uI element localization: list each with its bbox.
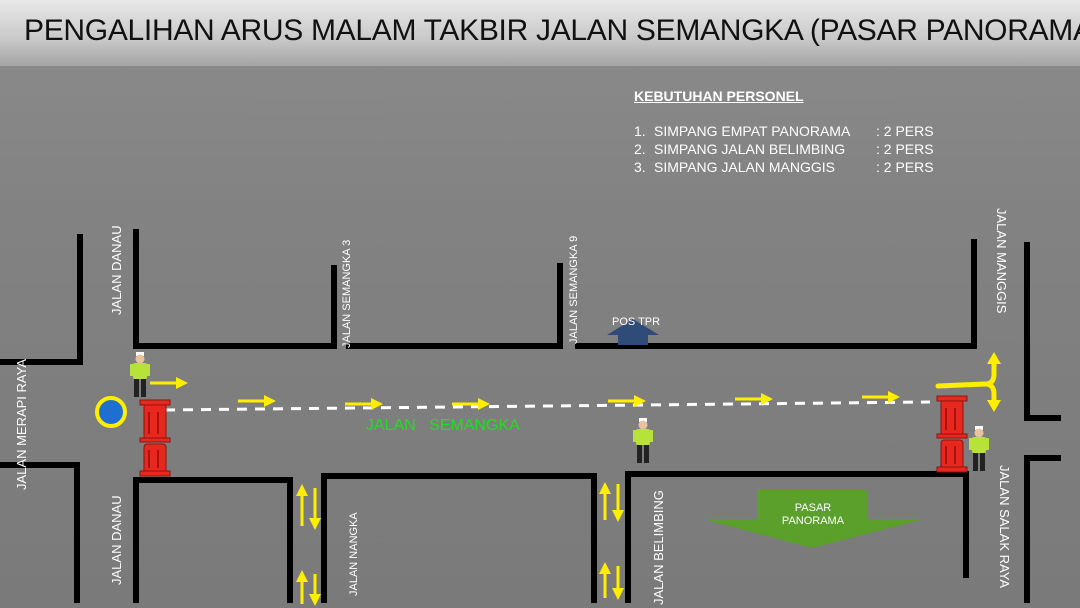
street-label-danau-top: JALAN DANAU (109, 225, 124, 315)
police-officer-icon (633, 418, 653, 463)
street-label-merapi-raya: JALAN MERAPI RAYA (14, 359, 29, 490)
pasar-arrow-icon (703, 490, 924, 548)
center-dashed-line (164, 400, 931, 412)
police-officer-icon (969, 426, 989, 471)
street-label-semangka-3: JALAN SEMANGKA 3 (341, 240, 353, 348)
two-way-arrow-icon (599, 562, 624, 600)
pasar-label-line1: PASAR (795, 502, 832, 514)
road-edge (1024, 242, 1061, 421)
personnel-count: : 2 PERS (876, 123, 934, 139)
police-officer-icon (130, 352, 150, 397)
list-item: 1. SIMPANG EMPAT PANORAMA : 2 PERS (634, 122, 934, 140)
road-edge (346, 263, 563, 349)
list-item: 3. SIMPANG JALAN MANGGIS : 2 PERS (634, 158, 934, 176)
street-label-manggis: JALAN MANGGIS (994, 208, 1009, 314)
street-label-belimbing: JALAN BELIMBING (651, 490, 666, 605)
arrow-right-icon (150, 377, 188, 389)
two-way-arrows (296, 482, 624, 606)
road-edge (133, 229, 337, 349)
pasar-label-line2: PANORAMA (782, 515, 845, 527)
two-way-arrow-icon (296, 570, 321, 606)
personnel-location: SIMPANG EMPAT PANORAMA (654, 123, 851, 139)
street-label-semangka-9: JALAN SEMANGKA 9 (568, 236, 580, 344)
personnel-heading: KEBUTUHAN PERSONEL (634, 88, 804, 104)
pos-tpr-label: POS TPR (612, 316, 660, 328)
personnel-location: SIMPANG JALAN MANGGIS (654, 159, 835, 175)
street-label-semangka-main: JALAN SEMANGKA (366, 417, 520, 434)
barrier-icon (936, 395, 968, 473)
road-edge (321, 473, 597, 603)
page-title: PENGALIHAN ARUS MALAM TAKBIR JALAN SEMAN… (24, 14, 1080, 47)
road-lines (0, 229, 1061, 603)
street-label-danau-bottom: JALAN DANAU (109, 495, 124, 585)
arrow-right-icon (345, 398, 383, 410)
arrow-right-icon (608, 395, 646, 407)
road-edge (0, 462, 80, 603)
personnel-number: 1. (634, 123, 646, 139)
arrow-right-icon (735, 393, 773, 405)
personnel-number: 2. (634, 141, 646, 157)
fork-arrow-icon (935, 352, 1001, 412)
road-edge (1024, 455, 1061, 603)
road-edge (133, 477, 293, 603)
personnel-count: : 2 PERS (876, 141, 934, 157)
arrow-right-icon (862, 391, 900, 403)
arrow-right-icon (238, 395, 276, 407)
road-edge (575, 239, 977, 349)
personnel-count: : 2 PERS (876, 159, 934, 175)
road-edge (625, 471, 969, 603)
flow-arrows (150, 377, 900, 410)
barriers (139, 395, 968, 477)
road-edge (0, 234, 83, 365)
two-way-arrow-icon (599, 482, 624, 522)
personnel-location: SIMPANG JALAN BELIMBING (654, 141, 846, 157)
street-label-salak-raya: JALAN SALAK RAYA (997, 465, 1012, 588)
street-label-nangka: JALAN NANGKA (348, 512, 360, 596)
personnel-panel: KEBUTUHAN PERSONEL 1. SIMPANG EMPAT PANO… (634, 88, 934, 176)
roundabout-icon (95, 396, 127, 428)
pos-tpr-arrow-icon (607, 319, 659, 345)
arrow-right-icon (452, 398, 490, 410)
two-way-arrow-icon (296, 484, 321, 530)
title-bar: PENGALIHAN ARUS MALAM TAKBIR JALAN SEMAN… (0, 0, 1080, 66)
list-item: 2. SIMPANG JALAN BELIMBING : 2 PERS (634, 140, 934, 158)
barrier-icon (139, 399, 171, 477)
personnel-number: 3. (634, 159, 646, 175)
